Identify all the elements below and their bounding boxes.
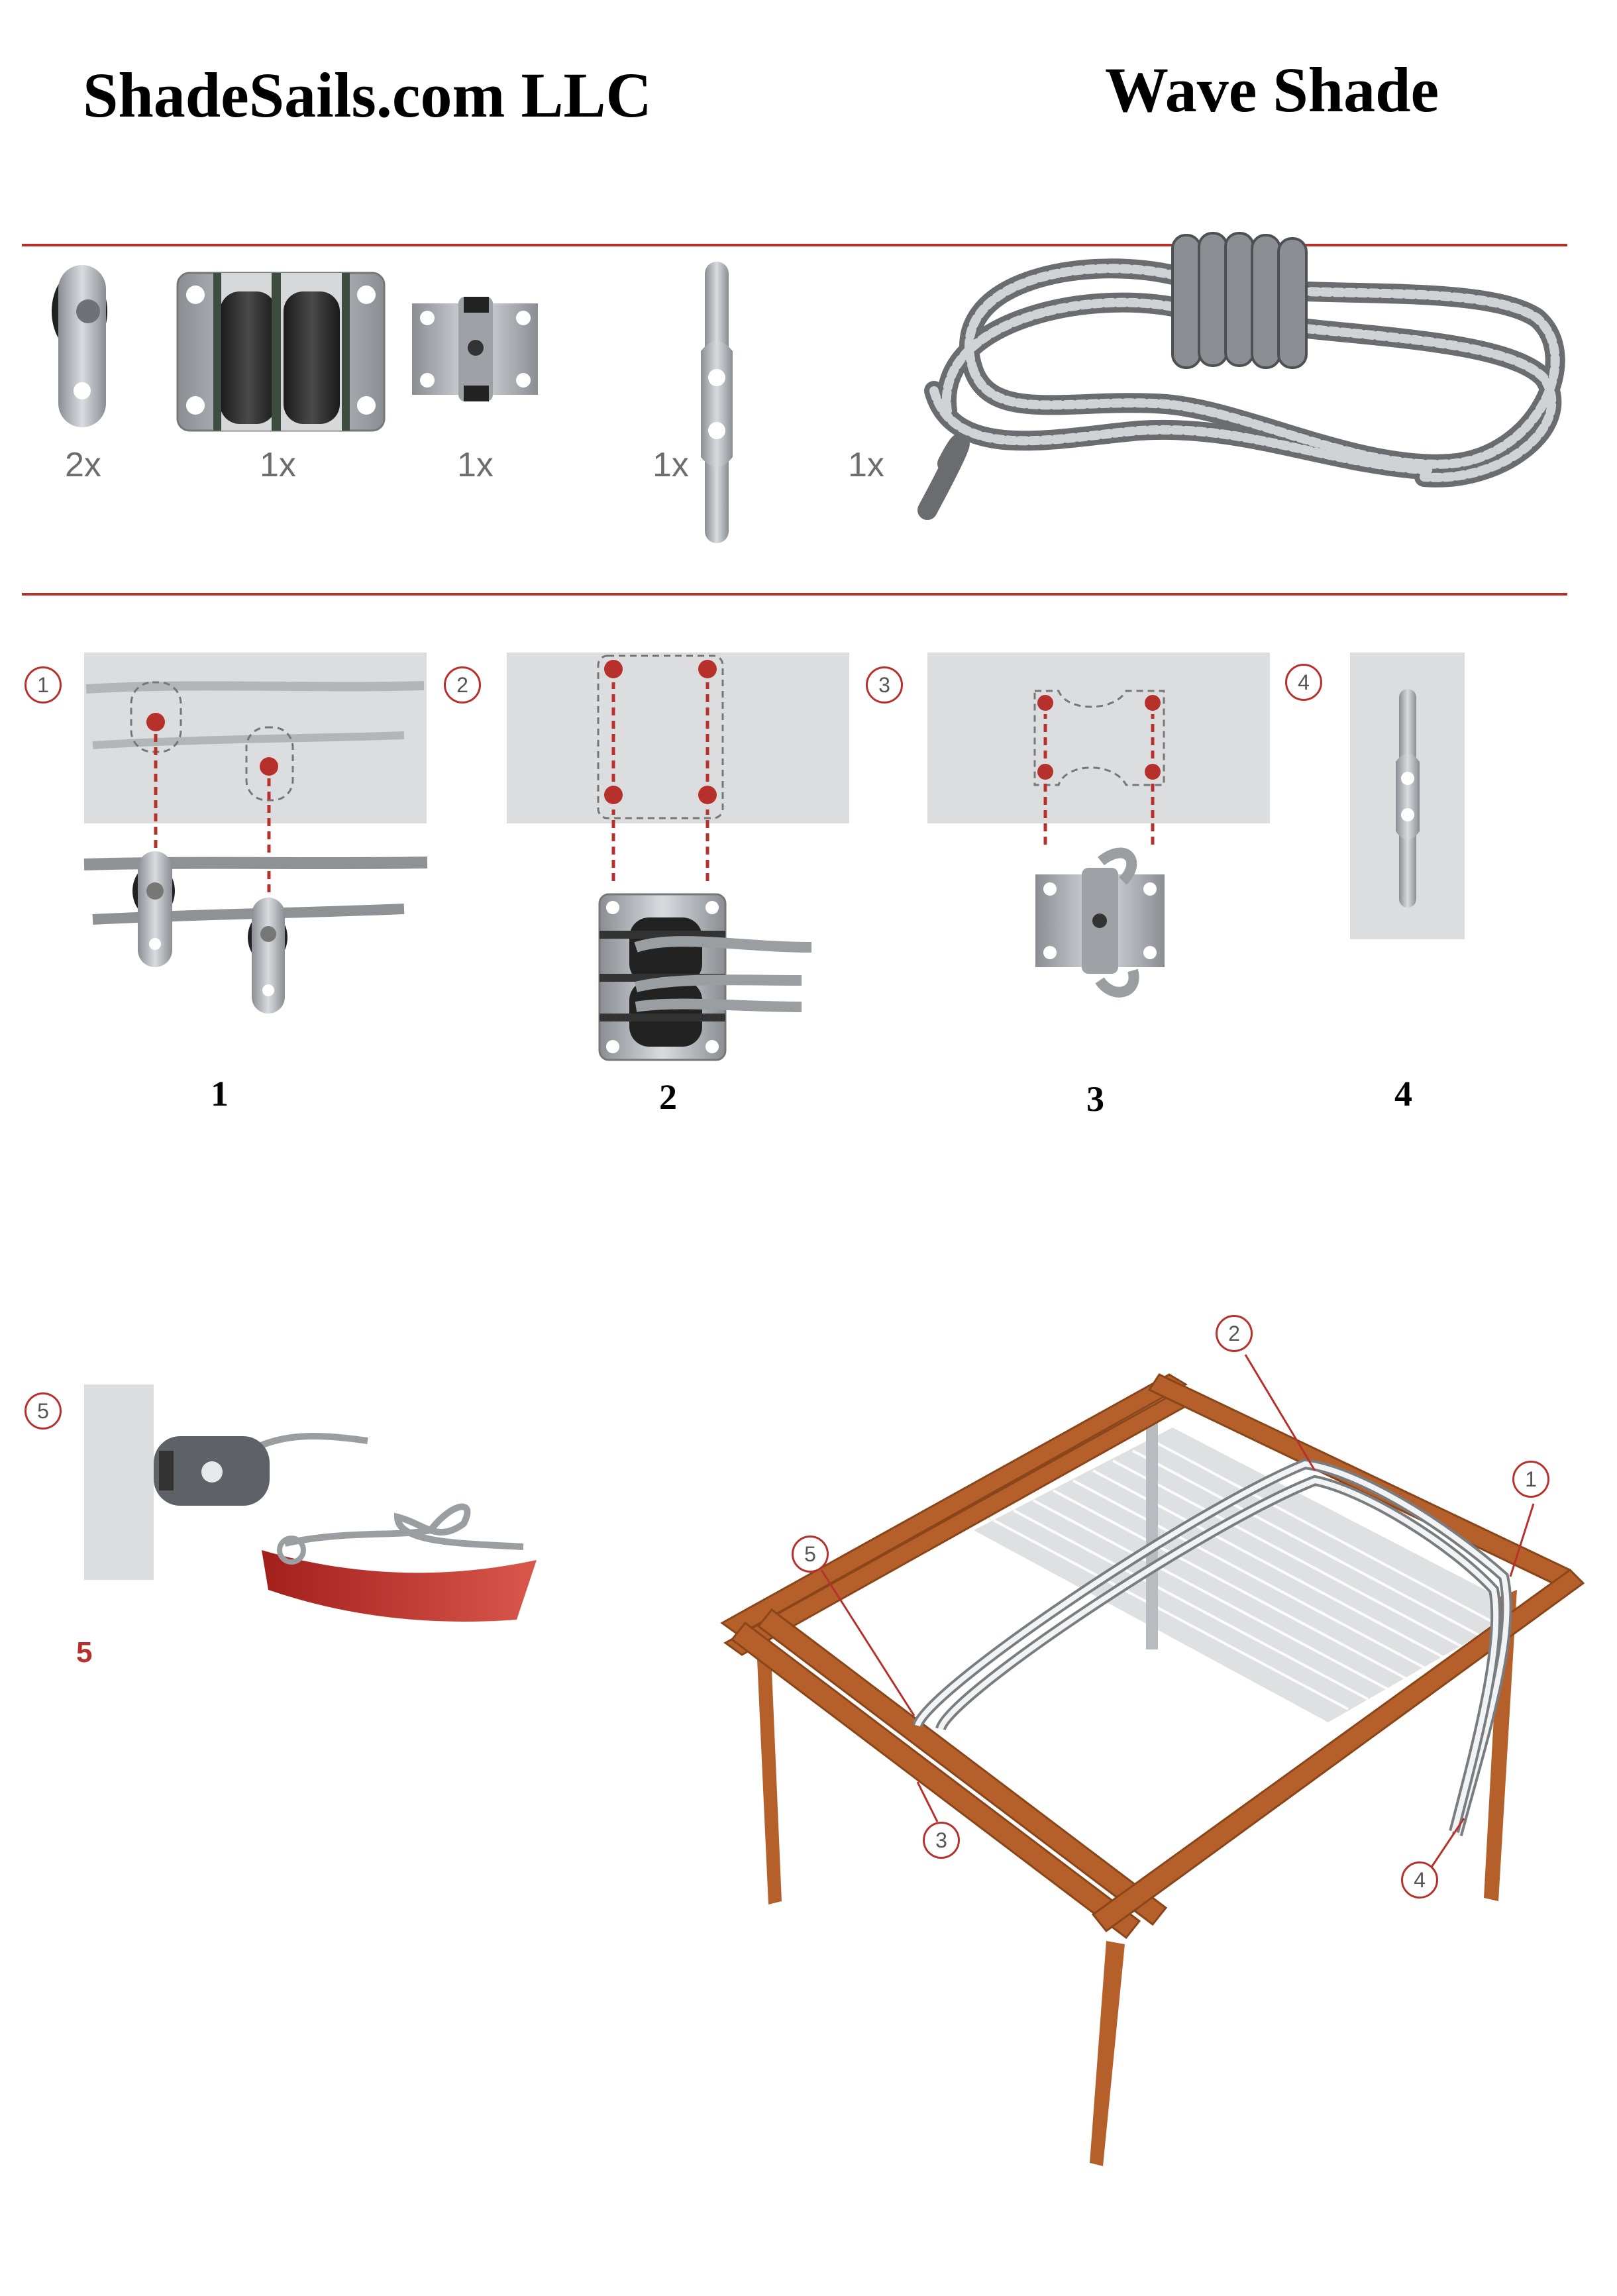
step4-label: 4 [1394, 1074, 1412, 1114]
step3-badge: 3 [866, 666, 903, 704]
step4-drawing [1396, 689, 1420, 908]
step3-panel [927, 652, 1270, 823]
step1-drawing [83, 681, 428, 1014]
qty-single-pulley: 2x [65, 446, 101, 484]
step3-drawing [1033, 690, 1165, 998]
step1-label: 1 [211, 1074, 229, 1114]
fairlead-icon [412, 297, 538, 401]
qty-rope: 1x [848, 446, 884, 484]
parts-top-rule [22, 244, 1567, 246]
step5-badge: 5 [25, 1392, 62, 1430]
overview-callout-5: 5 [792, 1536, 829, 1573]
step5-panel [84, 1384, 154, 1580]
overview-callout-1: 1 [1512, 1461, 1549, 1498]
company-title: ShadeSails.com LLC [83, 60, 652, 130]
step5-drawing [154, 1432, 537, 1622]
qty-cleat: 1x [652, 446, 689, 484]
step3-label: 3 [1086, 1079, 1104, 1119]
overview-callout-2: 2 [1216, 1315, 1253, 1352]
step2-badge: 2 [444, 666, 481, 704]
overview-callout-3: 3 [923, 1822, 960, 1859]
parts-bottom-rule [22, 593, 1567, 596]
double-pulley-block-icon [176, 272, 386, 432]
step2-drawing [597, 654, 812, 1061]
qty-fairlead: 1x [457, 446, 494, 484]
step1-badge: 1 [25, 666, 62, 704]
rope-coil-icon [917, 232, 1565, 520]
product-title: Wave Shade [1105, 54, 1439, 125]
step2-label: 2 [659, 1077, 677, 1117]
cleat-icon [701, 262, 733, 543]
overview-callout-4: 4 [1401, 1861, 1438, 1899]
single-pulley-icon [52, 265, 107, 427]
step4-badge: 4 [1285, 664, 1322, 701]
step2-panel [507, 652, 849, 823]
qty-double-pulley: 1x [260, 446, 296, 484]
pergola-drawing [720, 1354, 1585, 2166]
step5-label: 5 [76, 1636, 93, 1669]
